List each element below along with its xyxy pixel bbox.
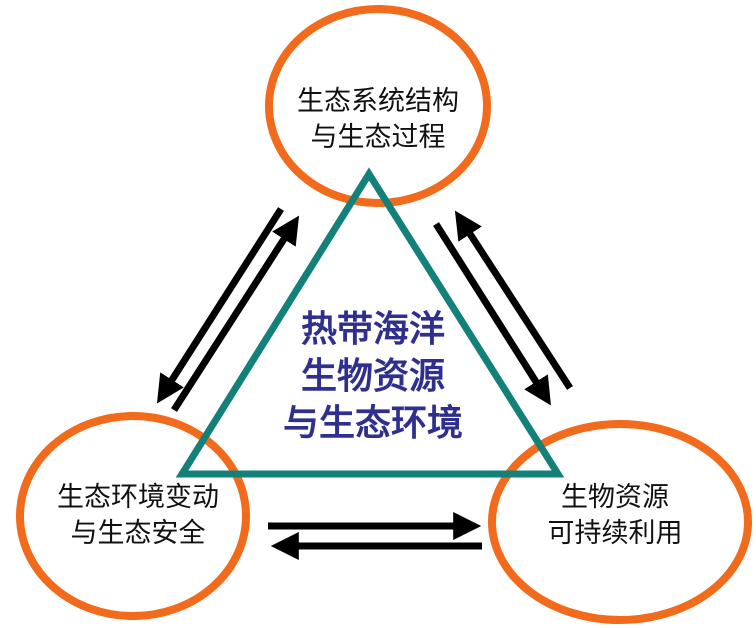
center-label: 热带海洋 生物资源 与生态环境 — [258, 306, 488, 447]
center-line-2: 生物资源 — [300, 356, 445, 397]
node-top-label: 生态系统结构 与生态过程 — [268, 84, 488, 156]
node-right-line-1: 生物资源 — [561, 482, 669, 513]
node-right-label: 生物资源 可持续利用 — [510, 480, 720, 552]
node-left-line-1: 生态环境变动 — [57, 482, 219, 513]
node-top-line-1: 生态系统结构 — [297, 86, 459, 117]
node-top-ellipse — [265, 5, 491, 207]
center-line-3: 与生态环境 — [282, 403, 463, 444]
center-line-1: 热带海洋 — [300, 309, 445, 350]
node-left-label: 生态环境变动 与生态安全 — [28, 480, 248, 552]
node-right-line-2: 可持续利用 — [547, 518, 683, 549]
node-left-ellipse — [16, 412, 250, 620]
center-triangle — [175, 167, 565, 478]
arrow-top-to-right — [433, 222, 551, 406]
node-left-line-2: 与生态安全 — [70, 518, 206, 549]
arrow-left-to-top — [171, 215, 300, 412]
node-top-line-2: 与生态过程 — [310, 122, 446, 153]
arrow-top-to-left — [156, 207, 284, 404]
arrow-right-to-top — [454, 210, 573, 390]
node-right-ellipse — [488, 420, 752, 624]
